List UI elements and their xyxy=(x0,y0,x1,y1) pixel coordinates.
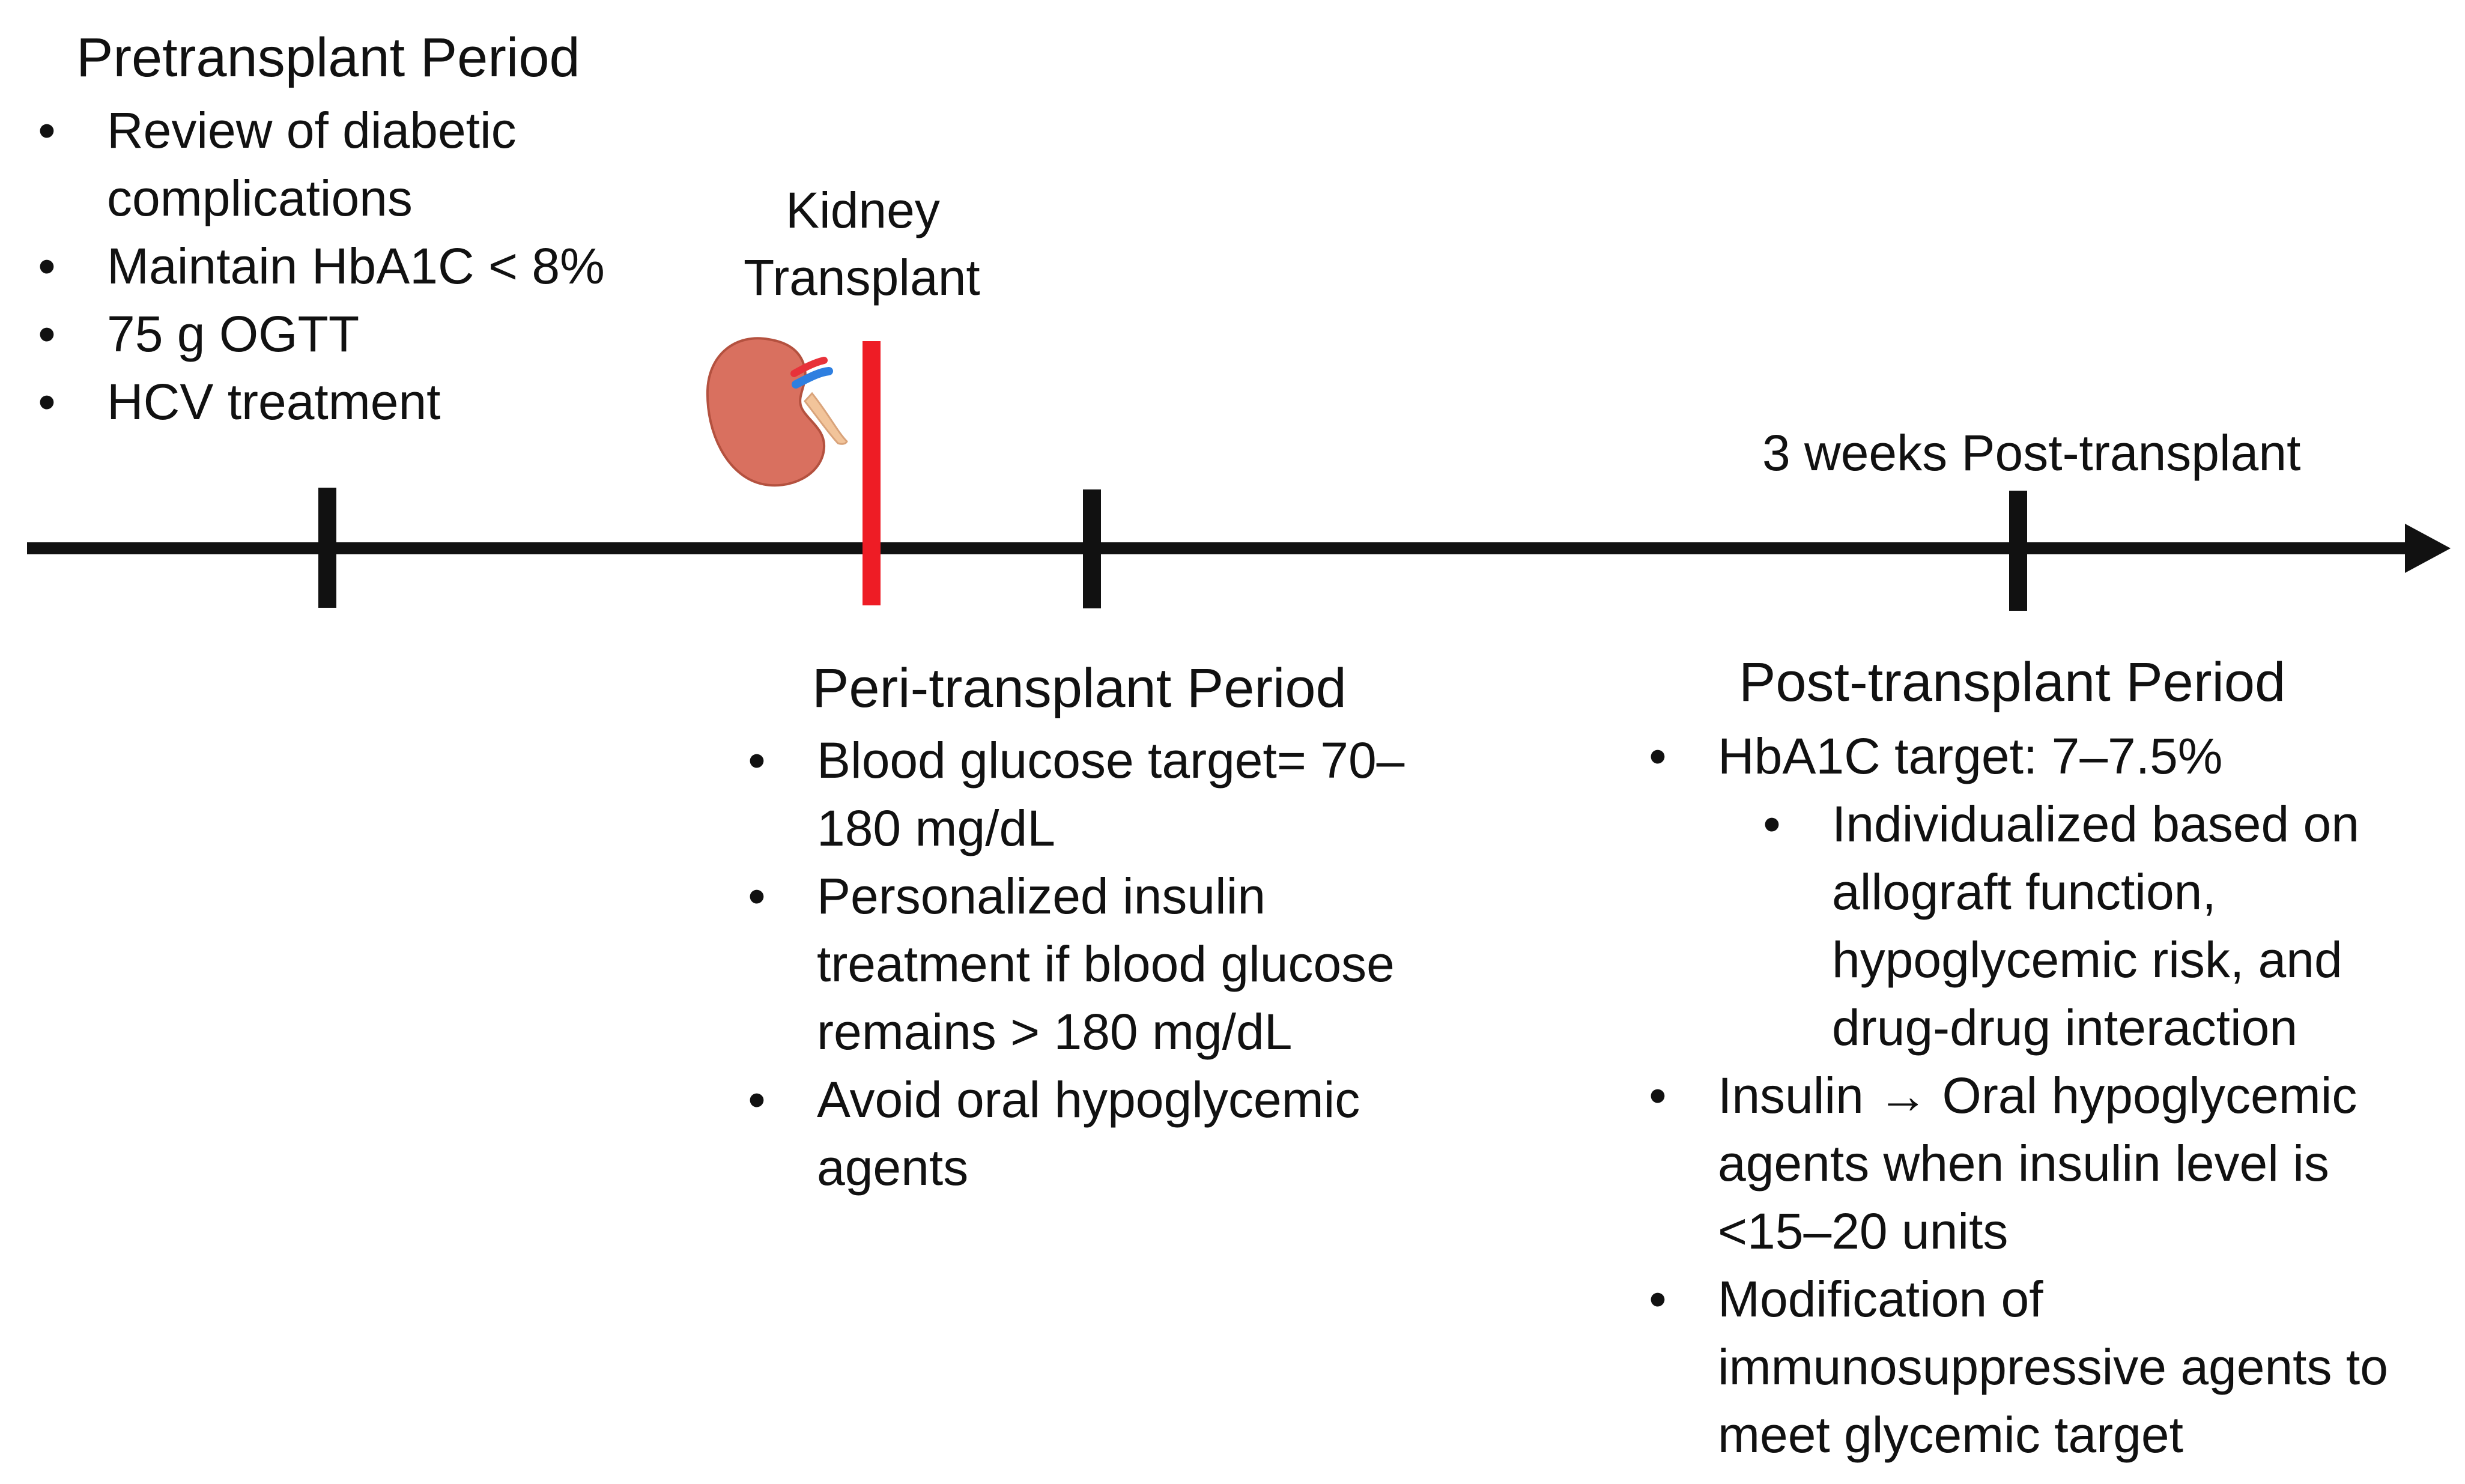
transplant-marker xyxy=(863,341,881,605)
list-item: •Modification of immunosuppressive agent… xyxy=(1649,1271,2388,1463)
list-item: •Avoid oral hypoglycemic agents xyxy=(748,1071,1360,1196)
pretransplant-list: •Review of diabetic complications •Maint… xyxy=(29,97,629,436)
post-transplant-marker-label: 3 weeks Post-transplant xyxy=(1762,425,2301,481)
list-item: •HbA1C target: 7–7.5% xyxy=(1649,728,2223,784)
posttransplant-list: •HbA1C target: 7–7.5% •Individualized ba… xyxy=(1640,722,2415,1469)
kidney-icon xyxy=(706,337,848,487)
timeline-arrow-icon xyxy=(2405,524,2451,573)
kidney-transplant-label-line2: Transplant xyxy=(744,249,980,306)
tick-pretransplant xyxy=(318,488,336,608)
list-item: •Maintain HbA1C < 8% xyxy=(38,238,605,294)
list-item: •75 g OGTT xyxy=(38,306,360,362)
tick-peritransplant xyxy=(1083,489,1101,608)
pretransplant-title: Pretransplant Period xyxy=(76,27,580,88)
peritransplant-title: Peri-transplant Period xyxy=(812,658,1347,719)
list-item: •Personalized insulin treatment if blood… xyxy=(748,868,1395,1060)
list-subitem: •Individualized based on allograft funct… xyxy=(1763,796,2359,1056)
posttransplant-title: Post-transplant Period xyxy=(1739,652,2286,713)
peritransplant-list: •Blood glucose target= 70–180 mg/dL •Per… xyxy=(739,727,1448,1202)
list-item: •Insulin → Oral hypoglycemic agents when… xyxy=(1649,1067,2357,1259)
list-item: •Review of diabetic complications xyxy=(38,102,517,226)
list-item: •HCV treatment xyxy=(38,374,441,430)
tick-post-transplant-3-weeks xyxy=(2009,491,2027,611)
kidney-transplant-label-line1: Kidney xyxy=(786,182,940,238)
list-item: •Blood glucose target= 70–180 mg/dL xyxy=(748,732,1405,856)
